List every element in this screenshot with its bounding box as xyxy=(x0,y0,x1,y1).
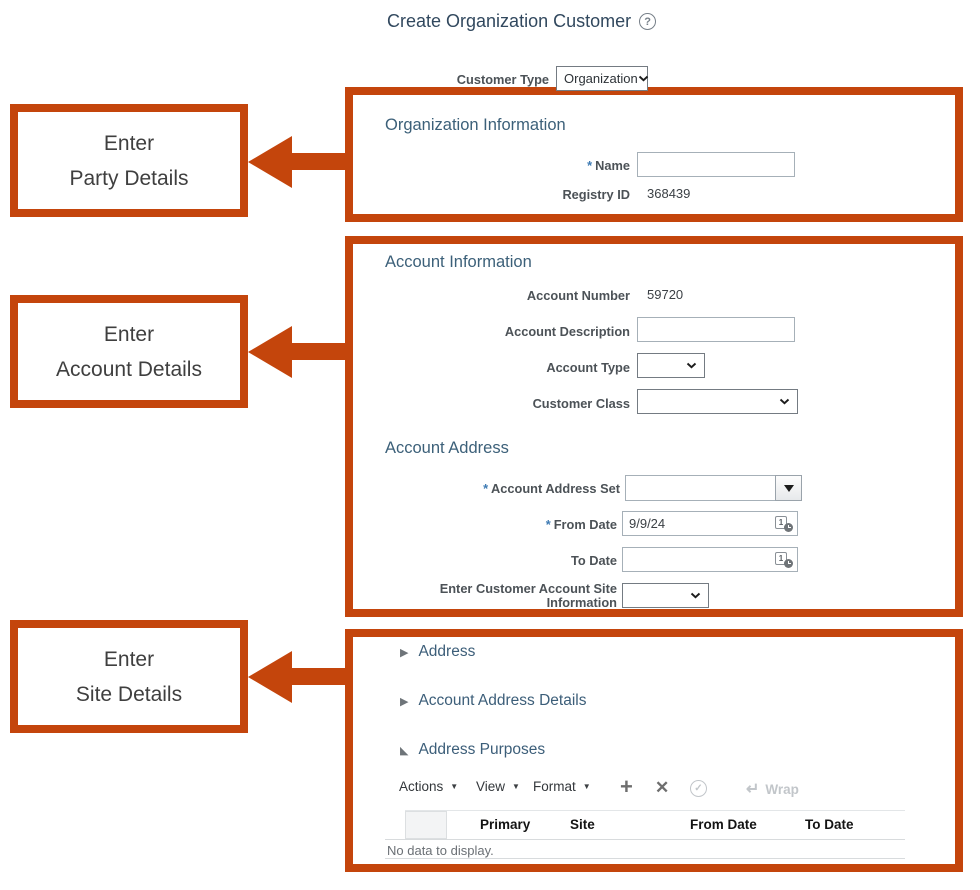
from-date-field: 1 xyxy=(622,511,798,536)
column-header-to-date[interactable]: To Date xyxy=(805,817,854,832)
callout-site-details: Enter Site Details xyxy=(10,620,248,733)
account-number-label: Account Number xyxy=(526,288,630,303)
customer-class-label: Customer Class xyxy=(532,396,630,411)
arrow-shaft xyxy=(290,153,350,170)
account-address-heading: Account Address xyxy=(385,439,509,457)
add-row-icon[interactable]: + xyxy=(620,774,633,799)
actions-menu[interactable]: Actions ▼ xyxy=(399,779,458,794)
account-address-set-label: *Account Address Set xyxy=(483,481,620,496)
column-header-site[interactable]: Site xyxy=(570,817,595,832)
arrow-shaft xyxy=(290,343,350,360)
name-label: *Name xyxy=(587,158,630,173)
account-description-input[interactable] xyxy=(637,317,795,342)
validate-icon: ✓ xyxy=(690,780,707,797)
account-address-set-input[interactable] xyxy=(625,475,776,501)
account-number-value: 59720 xyxy=(647,287,684,302)
organization-information-heading: Organization Information xyxy=(385,116,566,134)
registry-id-label: Registry ID xyxy=(562,187,630,202)
account-type-select[interactable] xyxy=(637,353,705,378)
table-empty-message: No data to display. xyxy=(387,843,494,858)
wrap-icon: ↵ xyxy=(746,781,760,798)
name-input[interactable] xyxy=(637,152,795,177)
account-address-details-title: Account Address Details xyxy=(418,692,587,709)
chevron-down-icon xyxy=(686,362,697,369)
callout-line: Account Details xyxy=(56,357,202,381)
callout-line: Party Details xyxy=(69,166,189,190)
address-section-toggle[interactable]: ▶ Address xyxy=(400,643,475,661)
account-information-heading: Account Information xyxy=(385,253,532,271)
chevron-down-icon xyxy=(638,75,649,82)
customer-type-select[interactable]: Organization xyxy=(556,66,648,91)
account-type-label: Account Type xyxy=(546,360,630,375)
customer-type-label: Customer Type xyxy=(456,72,549,87)
wrap-button: ↵ Wrap xyxy=(746,779,799,799)
table-header-line xyxy=(385,839,905,840)
customer-type-value: Organization xyxy=(564,71,638,86)
arrow-left-icon xyxy=(248,326,292,378)
format-menu[interactable]: Format ▼ xyxy=(533,779,591,794)
column-header-from-date[interactable]: From Date xyxy=(690,817,757,832)
row-selector-header-cell xyxy=(405,811,447,839)
help-icon[interactable]: ? xyxy=(639,13,657,30)
callout-line: Site Details xyxy=(75,682,183,706)
to-date-label: To Date xyxy=(571,553,617,568)
view-menu[interactable]: View ▼ xyxy=(476,779,520,794)
callout-party-details: Enter Party Details xyxy=(10,104,248,217)
caret-down-icon: ▼ xyxy=(512,782,520,791)
callout-line: Enter xyxy=(103,322,155,346)
actions-menu-label: Actions xyxy=(399,779,444,794)
address-section-title: Address xyxy=(418,643,476,660)
datetime-picker-icon[interactable]: 1 xyxy=(775,515,793,532)
site-information-select[interactable] xyxy=(622,583,709,608)
arrow-left-icon xyxy=(248,651,292,703)
account-address-details-toggle[interactable]: ▶ Account Address Details xyxy=(400,692,586,710)
chevron-down-icon xyxy=(690,592,701,599)
column-header-primary[interactable]: Primary xyxy=(480,817,531,832)
page-title-row: Create Organization Customer ? xyxy=(387,11,657,32)
account-description-label: Account Description xyxy=(504,324,630,339)
page-title: Create Organization Customer xyxy=(387,11,632,31)
caret-down-icon: ▼ xyxy=(582,782,591,791)
callout-account-details: Enter Account Details xyxy=(10,295,248,408)
collapsed-triangle-icon: ▶ xyxy=(400,695,409,708)
table-bottom-line xyxy=(385,858,905,859)
to-date-input[interactable] xyxy=(622,547,798,572)
address-purposes-toggle[interactable]: ◣ Address Purposes xyxy=(400,741,545,759)
from-date-label: *From Date xyxy=(545,517,617,532)
address-purposes-title: Address Purposes xyxy=(418,741,546,758)
arrow-left-icon xyxy=(248,136,292,188)
customer-class-select[interactable] xyxy=(637,389,798,414)
account-address-set-dropdown-button[interactable] xyxy=(775,475,802,501)
callout-line: Enter xyxy=(103,647,155,671)
registry-id-value: 368439 xyxy=(647,186,691,201)
dropdown-triangle-icon xyxy=(783,484,794,492)
wrap-label: Wrap xyxy=(765,781,799,797)
caret-down-icon: ▼ xyxy=(450,782,459,791)
chevron-down-icon xyxy=(779,398,790,405)
site-information-label: Enter Customer Account Site Information xyxy=(439,581,617,610)
callout-line: Enter xyxy=(103,131,155,155)
to-date-field: 1 xyxy=(622,547,798,572)
expanded-triangle-icon: ◣ xyxy=(400,744,409,757)
delete-row-icon[interactable]: ✕ xyxy=(655,778,670,797)
collapsed-triangle-icon: ▶ xyxy=(400,646,409,659)
required-icon: * xyxy=(587,158,593,173)
format-menu-label: Format xyxy=(533,779,576,794)
datetime-picker-icon[interactable]: 1 xyxy=(775,551,793,568)
required-icon: * xyxy=(483,481,489,496)
required-icon: * xyxy=(545,517,551,532)
table-top-line xyxy=(405,810,905,811)
from-date-input[interactable] xyxy=(622,511,798,536)
view-menu-label: View xyxy=(476,779,506,794)
arrow-shaft xyxy=(290,668,350,685)
